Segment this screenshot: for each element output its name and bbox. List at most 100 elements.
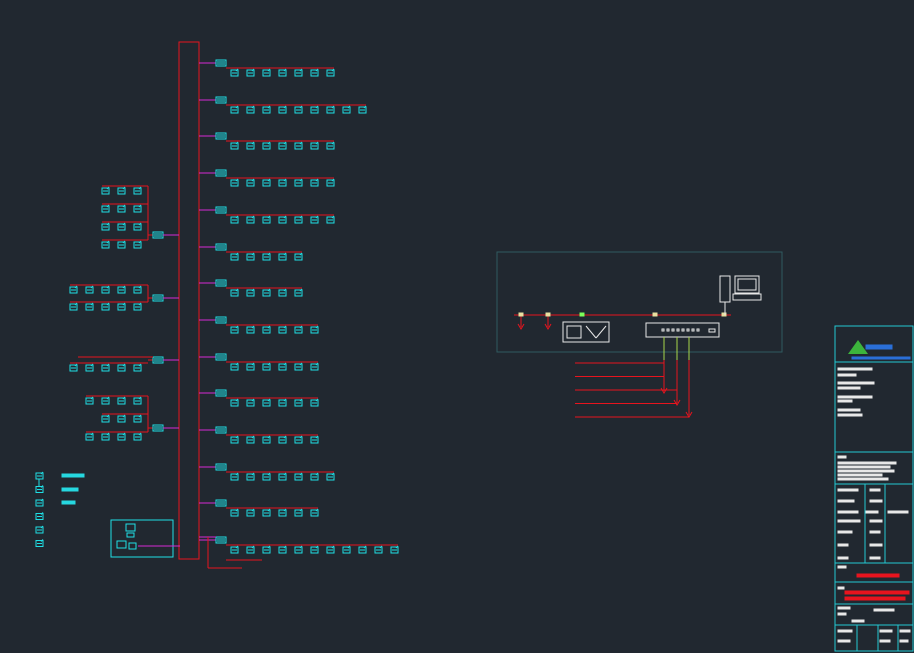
fan-coil-unit-icon [246,325,255,334]
fan-coil-unit-icon [310,105,319,114]
floor-controller-icon [215,463,227,471]
fan-coil-unit-icon [117,222,126,231]
fan-coil-unit-icon [358,545,367,554]
floor-branch [199,59,335,77]
group-controller-icon [152,294,164,302]
fan-coil-unit-icon [230,252,239,261]
fan-coil-unit-icon [294,398,303,407]
fan-coil-unit-icon [117,204,126,213]
floor-branch [199,499,319,517]
title-text-line [837,408,861,412]
connector-icon [518,312,524,317]
fan-coil-unit-icon [117,240,126,249]
network-topology-box [496,251,783,418]
floor-branch [199,132,335,150]
fan-coil-unit-icon [117,363,126,372]
fan-coil-unit-icon [278,545,287,554]
fan-coil-unit-icon [133,186,142,195]
fan-coil-unit-icon [246,508,255,517]
fan-coil-unit-icon [246,215,255,224]
floor-controller-icon [215,353,227,361]
fan-coil-unit-icon [117,302,126,311]
title-text-line [837,488,859,492]
left-branch-group [85,395,179,441]
fan-coil-unit-icon [230,178,239,187]
fan-coil-unit-icon [246,362,255,371]
floor-controller-icon [215,389,227,397]
left-branch-groups [69,185,179,441]
fan-coil-unit-icon [85,432,94,441]
fan-coil-unit-icon [262,68,271,77]
title-accent-bar [844,596,906,601]
fan-coil-unit-icon [101,396,110,405]
fan-coil-unit-icon [133,414,142,423]
title-text-line [837,543,849,547]
title-block [834,325,914,652]
group-controller-icon [152,231,164,239]
fan-coil-unit-icon [262,398,271,407]
company-logo [848,340,911,360]
computer-workstation-icon [116,523,137,550]
fan-coil-unit-icon [294,68,303,77]
title-text-line [873,608,895,612]
fan-coil-unit-icon [294,178,303,187]
fan-coil-unit-icon [342,545,351,554]
floor-controller-icon [215,96,227,104]
fan-coil-unit-icon [278,362,287,371]
fan-coil-unit-icon [230,141,239,150]
fan-coil-unit-icon [326,105,335,114]
arrow-icon [673,399,681,406]
title-text-line [837,465,891,469]
computer-workstation-icon [35,539,44,547]
fan-coil-unit-icon [278,325,287,334]
floor-branch [199,279,303,297]
fan-coil-unit-icon [278,141,287,150]
title-text-line [869,543,883,547]
fan-coil-unit-icon [117,432,126,441]
legend-label [61,487,79,492]
fan-coil-unit-icon [246,178,255,187]
title-text-line [837,606,851,610]
fan-coil-unit-icon [310,178,319,187]
title-accent-bar [844,590,910,595]
floor-branch [199,316,319,334]
floor-controller-icon [215,169,227,177]
floor-branch [199,536,399,554]
main-riser-trunk [178,41,200,560]
floor-branch [199,169,335,187]
connector-icon [545,312,551,317]
fan-coil-unit-icon [294,435,303,444]
fan-coil-unit-icon [310,508,319,517]
title-text-line [837,381,875,385]
legend [35,471,85,547]
fan-coil-unit-icon [133,396,142,405]
fan-coil-unit-icon [246,472,255,481]
fan-coil-unit-icon [85,285,94,294]
floor-branch [199,463,335,481]
fan-coil-unit-icon [246,288,255,297]
fan-coil-unit-icon [133,285,142,294]
fan-coil-unit-icon [294,545,303,554]
fan-coil-unit-icon [246,105,255,114]
floor-branch [199,206,335,224]
fan-coil-unit-icon [101,204,110,213]
valve-icon [35,498,44,507]
title-text-line [837,373,857,377]
fan-coil-unit-icon [133,222,142,231]
title-text-line [837,413,863,417]
title-accent-bar [856,573,900,578]
fan-coil-unit-icon [294,105,303,114]
fan-coil-unit-icon [278,508,287,517]
network-hub-icon [645,322,720,338]
title-text-line [869,519,883,523]
connector-icon [721,312,727,317]
title-text-line [837,639,851,643]
title-text-line [837,477,889,481]
fan-coil-unit-icon [101,285,110,294]
fan-coil-unit-icon [310,325,319,334]
fan-coil-unit-icon [326,68,335,77]
fan-coil-unit-icon [262,252,271,261]
floor-controller-icon [215,132,227,140]
legend-label [61,473,85,478]
network-frame [496,251,783,353]
